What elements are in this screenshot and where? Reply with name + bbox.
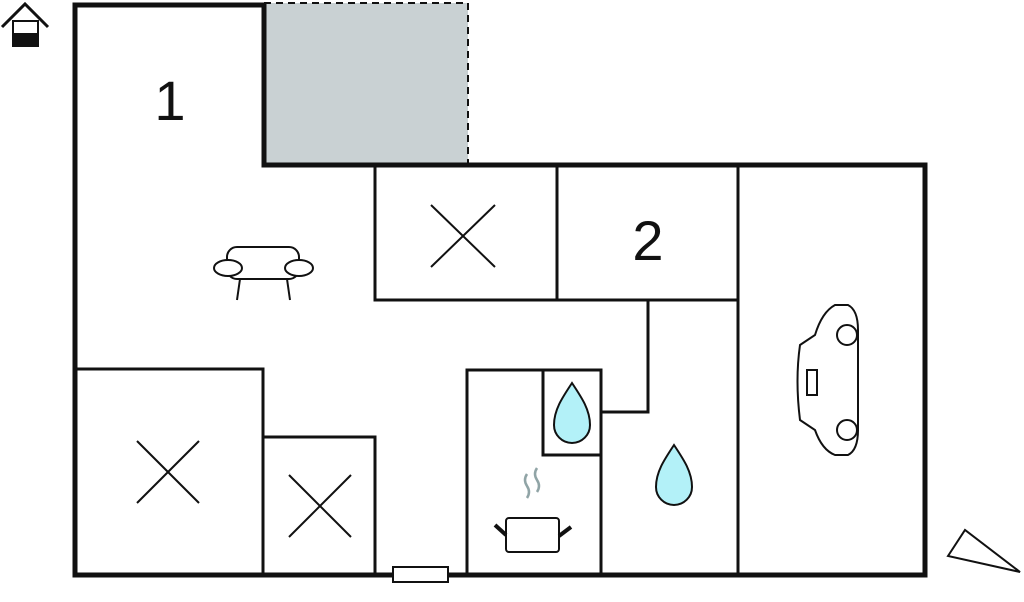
outer-wall xyxy=(72,2,928,578)
x-mark-icon xyxy=(288,474,352,538)
cooking-pot-icon xyxy=(493,467,573,553)
water-drop-icon xyxy=(552,381,592,444)
room-label-1: 1 xyxy=(154,69,185,132)
sofa-icon xyxy=(213,246,314,301)
door-icon xyxy=(392,566,449,583)
room-label-2: 2 xyxy=(632,209,663,272)
water-drop-icon xyxy=(654,443,694,506)
terrace-area xyxy=(264,2,469,164)
inner-walls xyxy=(75,163,740,575)
car-icon xyxy=(796,304,859,456)
x-mark-icon xyxy=(136,440,200,504)
x-mark-icon xyxy=(430,204,496,268)
north-arrow-icon xyxy=(946,528,1021,573)
house-icon xyxy=(0,1,50,47)
